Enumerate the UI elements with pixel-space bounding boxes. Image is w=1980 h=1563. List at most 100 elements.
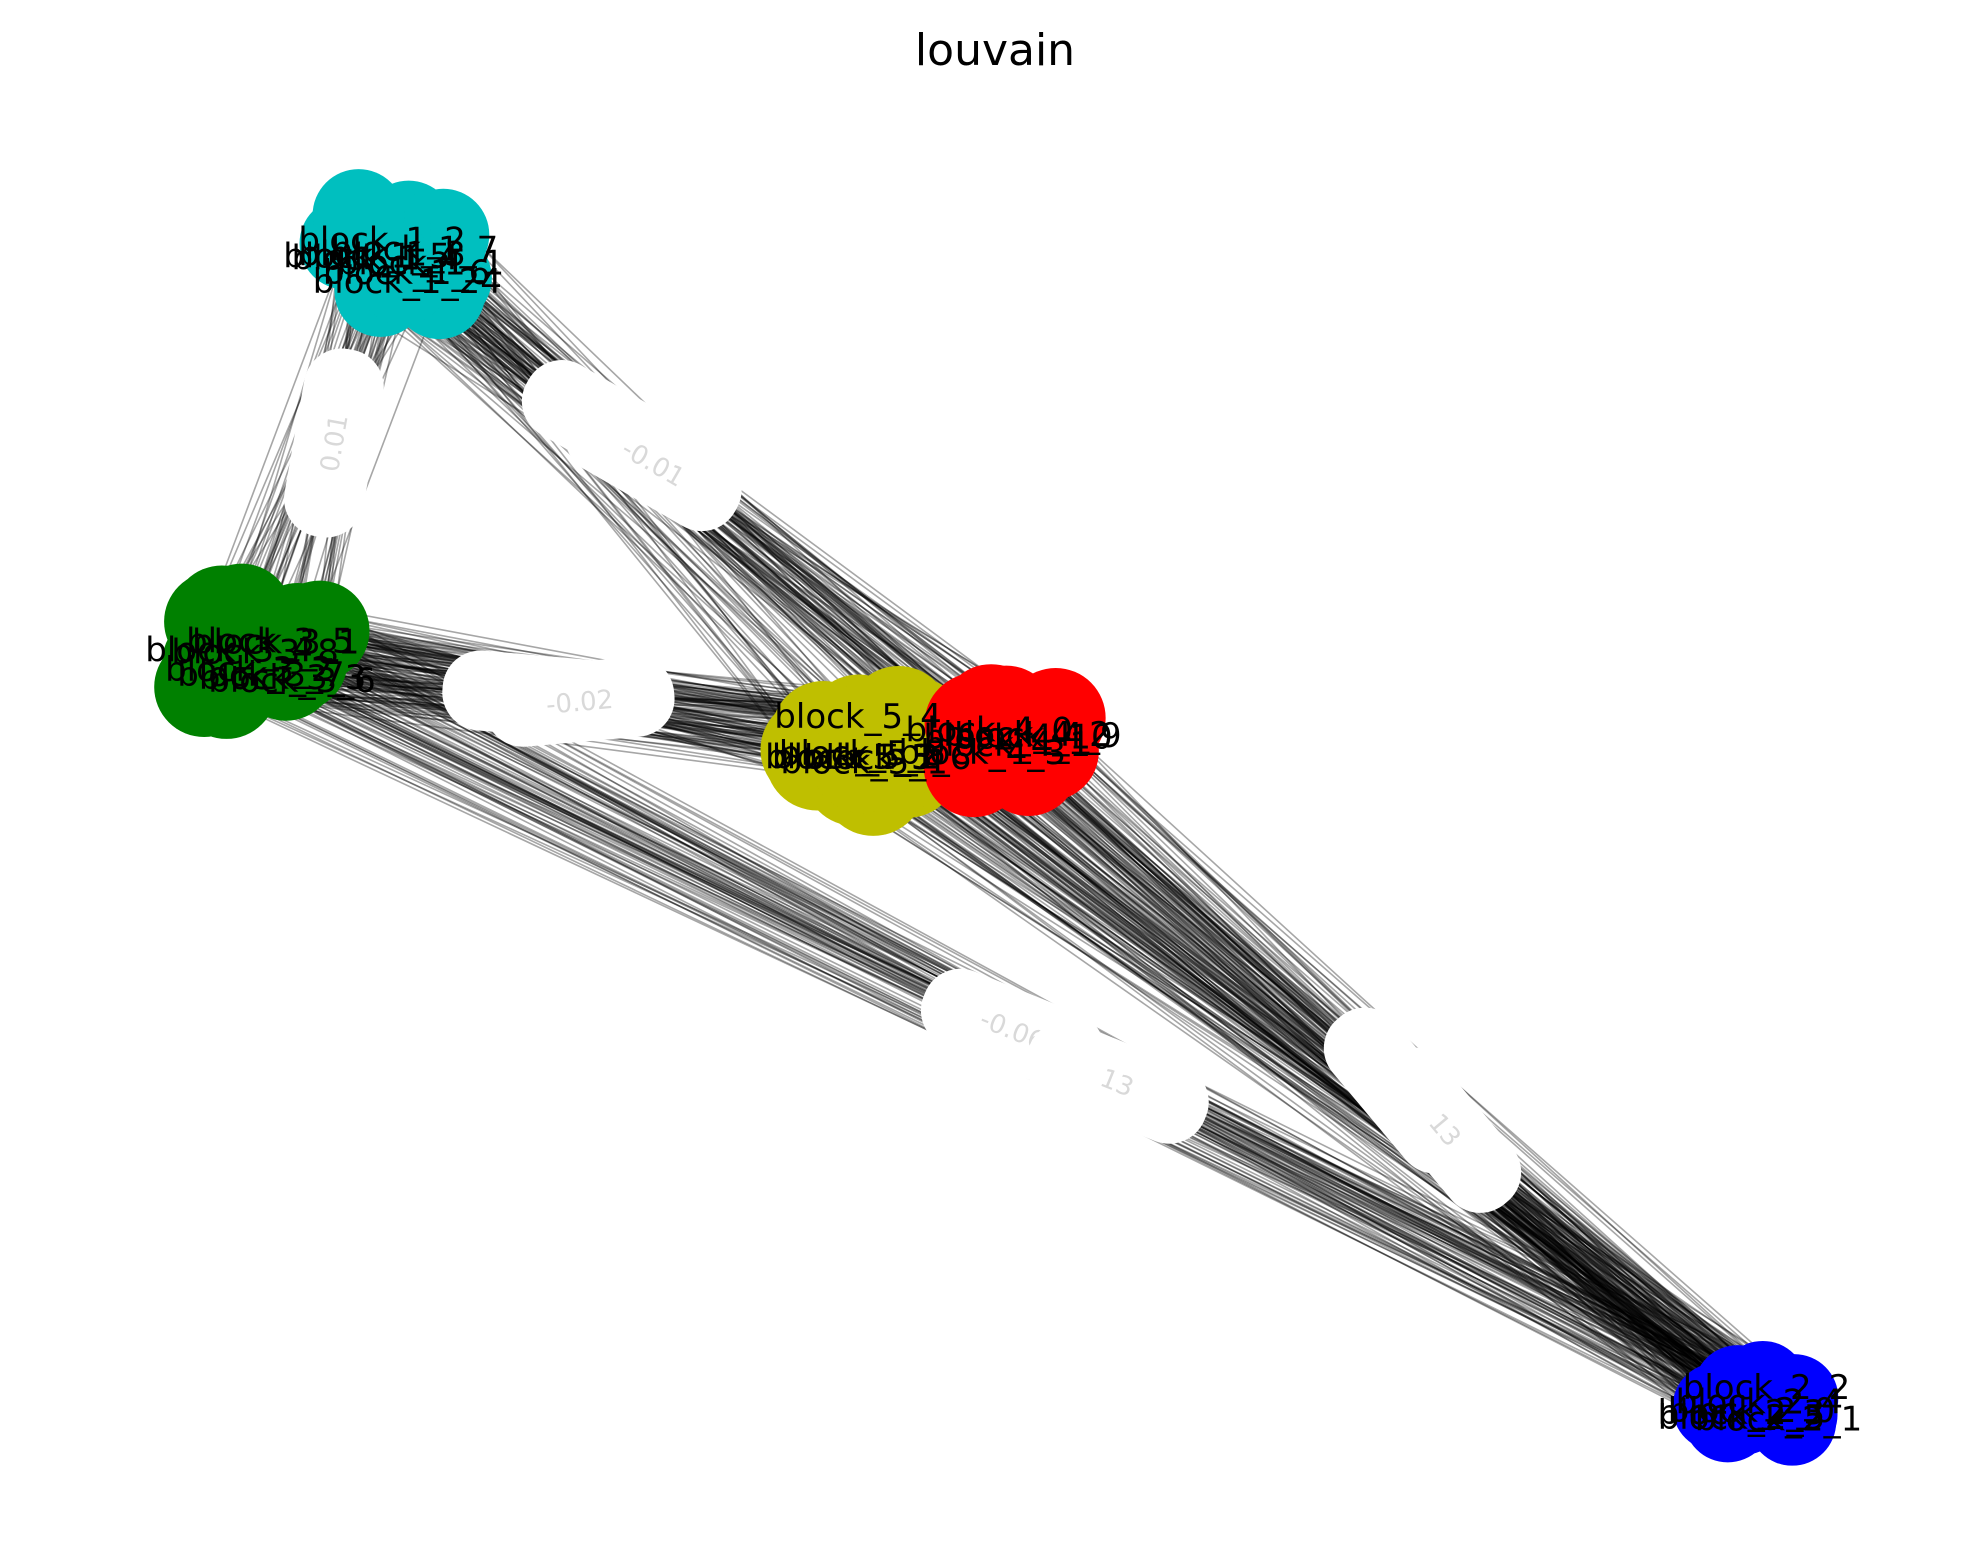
edge (832, 744, 1806, 1413)
node-label: block_3_8 (171, 633, 338, 673)
edge (812, 702, 1724, 1388)
edge (859, 722, 1750, 1399)
edge (861, 784, 1808, 1382)
edge-label-box (484, 656, 675, 747)
edge (925, 777, 1772, 1429)
edge-label: 0.01 (284, 348, 384, 538)
edge-label: -0.01 (564, 394, 742, 532)
edge (414, 291, 831, 767)
node-label: block_4_9 (954, 716, 1121, 756)
edge (818, 783, 1798, 1410)
edge (901, 763, 1749, 1416)
edge (857, 752, 1752, 1383)
edge (855, 731, 1743, 1403)
node-label: block_5_2 (772, 737, 939, 777)
edge (875, 712, 1728, 1422)
edge (869, 774, 1797, 1398)
node-label: block_2_3 (1658, 1393, 1825, 1433)
edge (811, 718, 1794, 1382)
edge (830, 757, 1735, 1402)
node-label-layer: block_1_5block_1_6block_1_3block_1_2bloc… (145, 220, 1862, 1439)
edge (855, 726, 1794, 1417)
edge (427, 271, 820, 765)
node-label: block_5_1 (780, 743, 947, 783)
node-label: block_1_2 (298, 220, 465, 260)
node-label: block_4_1 (924, 725, 1091, 765)
edge (846, 769, 1761, 1410)
edge (441, 264, 1041, 769)
edge (902, 726, 1712, 1395)
edge (810, 779, 1803, 1407)
edge (825, 779, 1716, 1406)
edge (807, 768, 1731, 1385)
node-label: block_2_4 (1676, 1382, 1843, 1422)
edge (828, 762, 1723, 1428)
node-layer (154, 169, 1839, 1466)
edge (866, 747, 1723, 1411)
edge (840, 725, 1810, 1388)
edge (974, 781, 1727, 1431)
edge (814, 754, 1739, 1426)
node-label: block_5_6 (804, 738, 971, 778)
edge-label-box (1025, 1021, 1209, 1144)
node-label: block_2_5 (1658, 1398, 1825, 1438)
edge (882, 702, 1729, 1421)
edge (971, 766, 1731, 1427)
edge (868, 776, 1762, 1389)
edge (417, 257, 821, 769)
node-label: block_4_10 (923, 718, 1112, 758)
edge (208, 287, 349, 615)
node-label: block_3_1 (192, 622, 359, 662)
node-cyan (357, 232, 450, 325)
edge-label-box (284, 348, 384, 538)
edge (807, 766, 1806, 1401)
edge (901, 713, 1733, 1412)
edge (907, 764, 1758, 1404)
node-label: block_4_3 (898, 733, 1065, 773)
node-label: block_5_4 (774, 697, 941, 737)
edge (870, 782, 1726, 1395)
edge (365, 258, 893, 750)
node-label: block_1_5 (283, 236, 450, 276)
edge (808, 718, 1761, 1391)
edge (888, 783, 1745, 1398)
edge (849, 745, 1806, 1392)
edge (964, 774, 1729, 1427)
edge (832, 761, 1732, 1381)
edge (861, 751, 1720, 1419)
edge (870, 722, 1716, 1387)
node-label: block_3_6 (208, 661, 375, 701)
node-blue (1693, 1345, 1782, 1434)
edge (393, 246, 867, 783)
node-label: block_3_2 (165, 650, 332, 690)
node-label: block_1_4 (292, 238, 459, 278)
edge (420, 225, 825, 773)
edge (910, 785, 1714, 1430)
edge (876, 712, 1772, 1412)
node-label: block_1_1 (337, 243, 504, 283)
edge (420, 291, 812, 774)
edge (807, 744, 1741, 1394)
edge (869, 707, 1724, 1403)
edge (825, 705, 1758, 1404)
edge (444, 276, 820, 731)
edge-label: 13 (1368, 1046, 1522, 1213)
edge (391, 274, 843, 787)
edge (847, 741, 1723, 1380)
edge (927, 773, 1724, 1390)
edge (835, 728, 1724, 1383)
edge (854, 758, 1795, 1382)
edge (368, 294, 864, 719)
edge (894, 748, 1790, 1431)
edge (839, 762, 1717, 1386)
edge (811, 759, 1811, 1395)
node-label: block_3_4 (145, 631, 312, 671)
edge (370, 264, 877, 745)
edge (892, 734, 1724, 1398)
node-label: block_4_0 (906, 711, 1073, 751)
node-label: block_2_0 (1668, 1391, 1835, 1431)
edge (896, 764, 1737, 1389)
edge (969, 784, 1740, 1425)
